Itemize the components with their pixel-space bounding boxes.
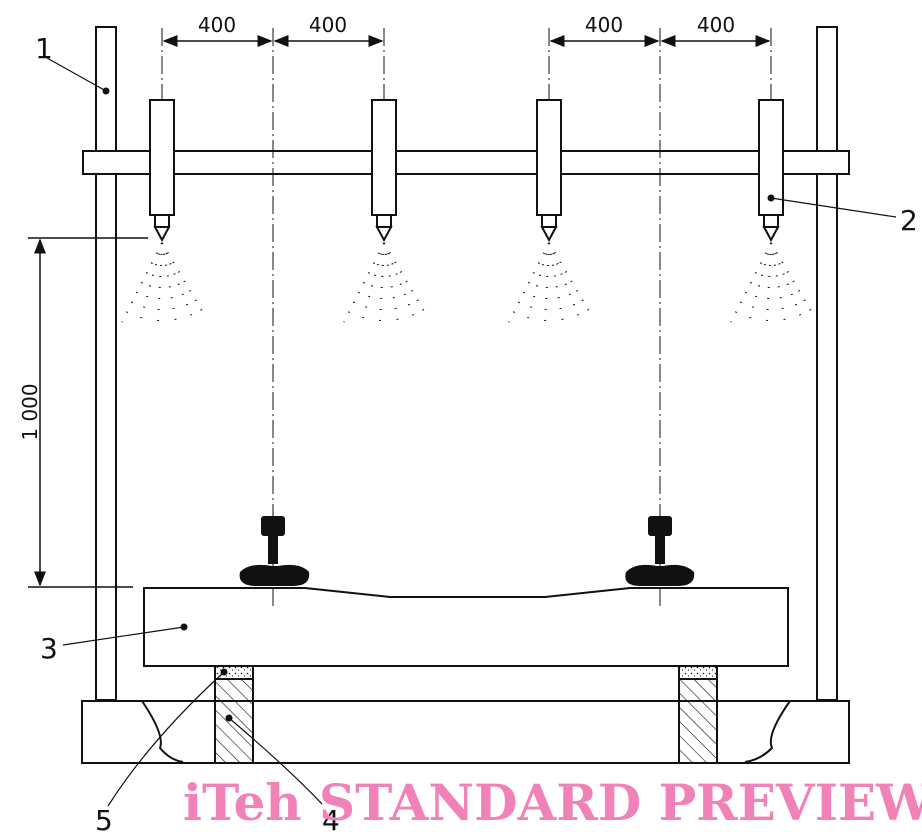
dim-label-height: 1 000 [18, 383, 42, 440]
dim-label-1: 400 [198, 13, 236, 37]
nozzle-2 [371, 99, 397, 243]
dim-label-2: 400 [309, 13, 347, 37]
support-right [678, 678, 718, 764]
leader-3 [62, 626, 185, 646]
spray-2 [343, 242, 429, 323]
nozzle-4 [758, 99, 784, 243]
leader-4 [228, 717, 323, 805]
frame-post-left [95, 26, 117, 701]
leader-1 [46, 57, 107, 92]
callout-dot-3 [180, 623, 188, 631]
callout-dot-1 [102, 87, 110, 95]
nozzle-3 [536, 99, 562, 243]
base [81, 700, 850, 764]
crossbar [82, 150, 850, 175]
leader-2 [770, 197, 897, 218]
callout-dot-5 [220, 668, 228, 676]
callout-5: 5 [95, 804, 113, 832]
spray-1 [121, 242, 207, 323]
dim-label-3: 400 [585, 13, 623, 37]
pad-right [678, 665, 718, 680]
watermark: iTeh STANDARD PREVIEW [183, 773, 922, 832]
sleeper [143, 587, 789, 667]
dim-label-4: 400 [697, 13, 735, 37]
callout-dot-2 [767, 194, 775, 202]
spray-3 [508, 242, 594, 323]
nozzle-1 [149, 99, 175, 243]
callout-dot-4 [225, 714, 233, 722]
support-left [214, 678, 254, 764]
spray-4 [730, 242, 816, 323]
leader-5 [107, 671, 225, 807]
frame-post-right [816, 26, 838, 701]
callout-2: 2 [900, 204, 918, 237]
callout-3: 3 [40, 632, 58, 665]
rail-left [239, 516, 310, 586]
callout-4: 4 [322, 804, 340, 832]
callout-1: 1 [35, 32, 53, 65]
